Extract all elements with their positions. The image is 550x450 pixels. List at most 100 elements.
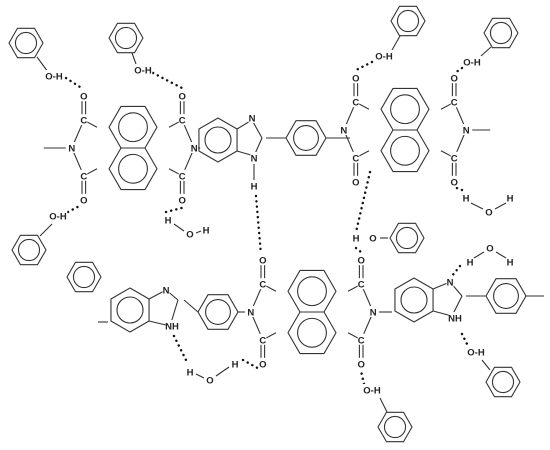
atom-label-bg [357,333,365,345]
carbonyl-carbon: C [179,116,186,127]
phenyl-aromatic-circle [14,31,38,55]
atom-label-bg [259,254,267,266]
hydrogen-bond-dots [460,332,470,348]
phenol-co-bond [39,223,53,237]
aromatic-circle [297,317,327,348]
phenol-hydroxyl: O-H [467,348,485,359]
carbonyl-oxygen: O [451,177,458,188]
carbonyl-carbon: C [352,98,359,109]
atom-label-bg [190,142,198,153]
water-bond [215,366,230,377]
molecules [8,5,544,443]
atom-label-bg [374,50,394,61]
carbonyl-oxygen: O [80,92,87,103]
phenyl-aromatic-circle [489,21,513,45]
carbonyl-oxygen: O [80,195,87,206]
phenyl-aromatic-circle [493,283,519,309]
atom-label-bg [369,306,377,317]
phenyl-ring [390,5,426,37]
atom-label-bg [162,284,170,295]
atom-label-bg [164,214,172,225]
atom-label-bg [506,256,514,267]
atom-label-bg [506,192,514,203]
atom-label-bg [357,278,365,290]
atom-label-bg [357,357,365,369]
phenyl-ring [377,411,413,443]
phenyl-aromatic-circle [72,265,96,289]
atom-label-hoh_h: H [203,226,210,237]
atom-label-bg [462,192,470,203]
carbonyl-carbon: C [179,171,186,182]
phenol-co-bond [481,359,491,371]
carbonyl-oxygen: O [358,359,365,370]
aromatic-circle [297,276,327,307]
hydrogen-bond-dots [360,370,366,386]
atom-label-hoh_h: H [165,216,172,227]
hydrogen-bond-dots [455,186,464,192]
atom-label-bg [448,312,462,323]
carbonyl-oxygen: O [352,177,359,188]
phenyl-ring [389,222,425,254]
aromatic-circle [390,135,420,166]
atom-label-bg [352,175,360,187]
phenyl-ring [66,261,102,293]
atom-label-bg [44,70,64,81]
atom-label-bg [80,90,88,102]
imidazole-hydrogen: H [251,182,258,193]
aromatic-circle [400,286,428,314]
naphthalene-ring-bottom [380,129,430,173]
hydrogen-bond-dots [455,66,464,74]
water-bond [495,251,507,259]
hydrogen-bond-dots [66,204,82,214]
imidazole-nh: NH [165,322,179,333]
atom-label-hoh_o: O [486,244,493,255]
imide-nitrogen: N [68,144,75,155]
water-bond [494,202,507,210]
hydrogen-bond-dots [64,76,84,90]
carbonyl-oxygen: O [451,74,458,85]
carbonyl-carbon: C [358,280,365,291]
atom-label-bg [485,206,493,217]
hydrogen-bond-dots [241,358,262,372]
imide-nitrogen: N [247,308,254,319]
phenol-hydroxyl: O-H [463,58,481,69]
atom-label-bg [450,96,458,108]
atom-label-bg [178,90,186,102]
atom-label-hoh_h: H [507,258,514,269]
atom-label-bg [186,228,194,239]
atom-label-bg [259,333,267,345]
atom-label-bg [178,114,186,126]
phenyl-ring [11,234,47,266]
atom-label-bg [80,169,88,181]
water-bond [195,230,202,234]
phenol-hydrogen: H [353,234,360,245]
water-bond [473,251,485,259]
hydrogen-bond-dots [151,71,184,90]
atom-label-bg [450,72,458,84]
carbonyl-carbon: C [259,335,266,346]
phenol-hydroxyl: O-H [363,386,381,397]
atom-label-bg [186,366,194,377]
phenol-hydroxyl: O-H [134,66,152,77]
carbonyl-oxygen: O [259,359,266,370]
carbonyl-oxygen: O [352,74,359,85]
atom-label-bg [231,358,239,369]
phenol-co-bond [480,46,492,57]
atom-label-bg [80,193,88,205]
atom-label-bg [68,142,76,153]
carbonyl-carbon: C [259,280,266,291]
imide-nitrogen: N [340,126,347,137]
phenyl-ring [485,278,527,314]
atom-label-bg [357,254,365,266]
atom-label-bg [247,306,255,317]
aromatic-circle [118,112,148,143]
carbonyl-carbon: C [80,171,87,182]
carbonyl-carbon: C [352,153,359,164]
atom-label-hoh_h: H [187,368,194,379]
atom-label-bg [80,114,88,126]
atom-label-bg [178,169,186,181]
phenol-hydroxyl: O-H [49,212,67,223]
hydrogen-bond-dots [354,246,363,254]
atom-label-bg [362,384,382,395]
